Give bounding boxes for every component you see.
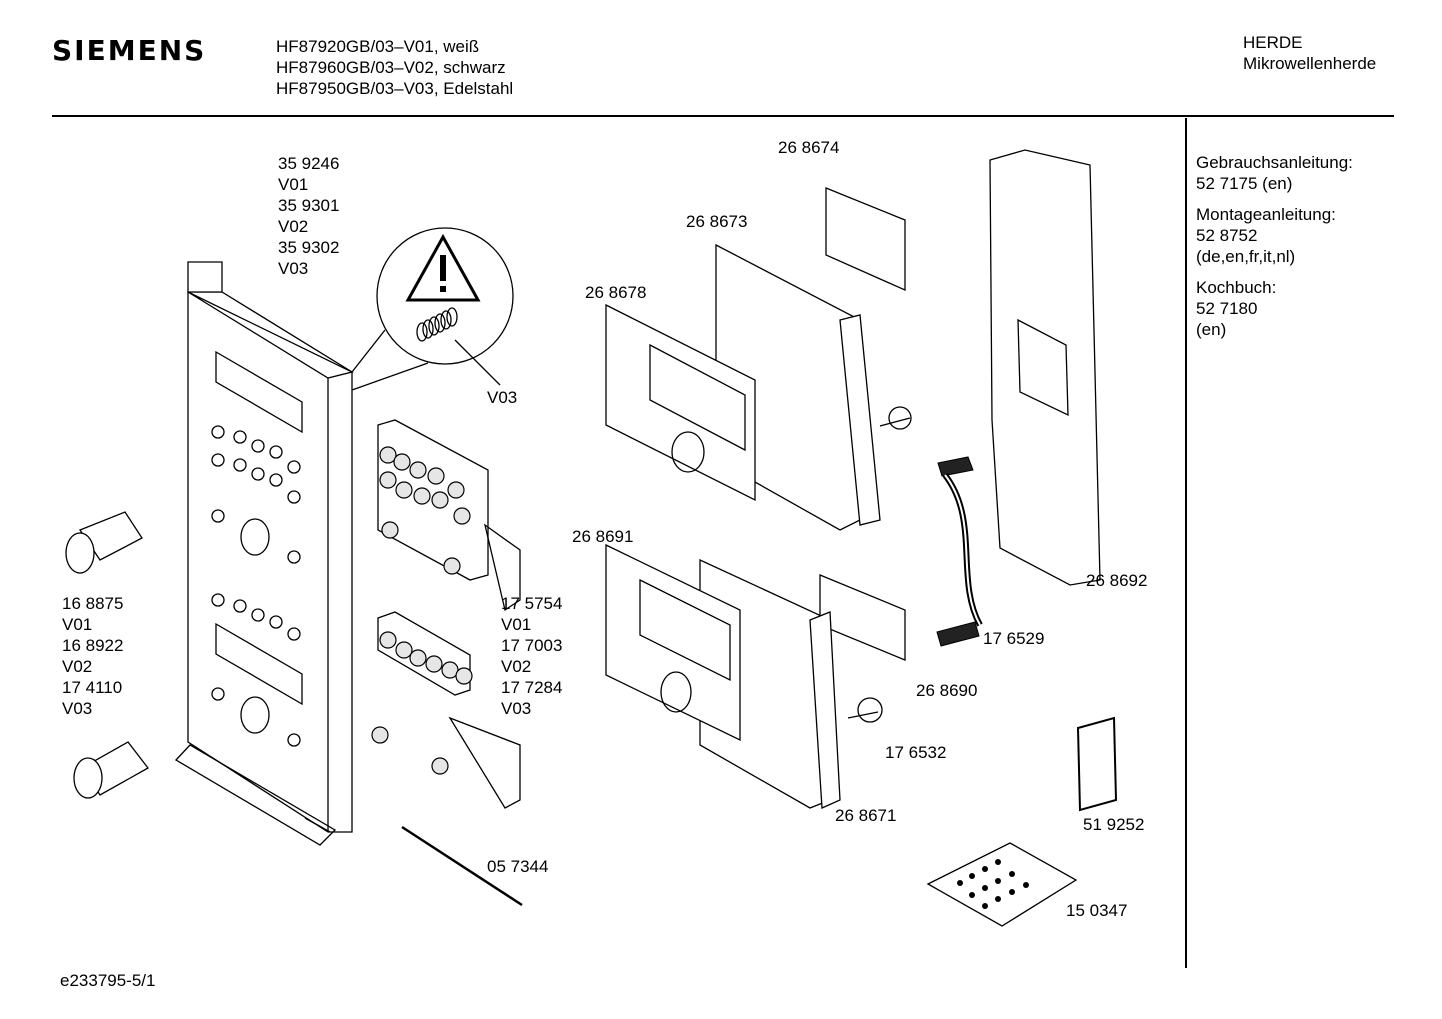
label-keyboard-5: V03 [501,699,532,718]
label-knob-2: 16 8922 [62,636,124,655]
warning-callout-drawing [351,227,514,391]
lower-module-drawing [605,543,906,809]
model-line-1: HF87920GB/03–V01, weiß [276,37,480,56]
sidebar-divider [1185,118,1187,968]
doc-installation-number: 52 8752 [1196,226,1258,245]
label-panel-4: 35 9302 [278,238,340,257]
brand-logo: SIEMENS [52,34,207,67]
label-panel-2: 35 9301 [278,196,340,215]
label-519252: 51 9252 [1083,815,1145,834]
label-keyboard-1: V01 [501,615,532,634]
label-150347: 15 0347 [1066,901,1128,920]
subcategory: Mikrowellenherde [1243,54,1377,73]
doc-cookbook: Kochbuch: 52 7180 (en) [1196,277,1353,340]
knob-drawing [65,511,149,799]
label-268690: 26 8690 [916,681,978,700]
label-panel-3: V02 [278,217,309,236]
label-keyboard: 17 5754 V01 17 7003 V02 17 7284 V03 [501,593,562,719]
label-268692: 26 8692 [1086,571,1148,590]
model-list: HF87920GB/03–V01, weiß HF87960GB/03–V02,… [276,36,513,99]
doc-cookbook-title: Kochbuch: [1196,278,1277,297]
label-268674: 26 8674 [778,138,840,157]
upper-module-drawing [605,187,912,531]
doc-manual: Gebrauchsanleitung: 52 7175 (en) [1196,152,1353,194]
sidebar-docs: Gebrauchsanleitung: 52 7175 (en) Montage… [1196,152,1353,340]
category-block: HERDE Mikrowellenherde [1243,32,1376,74]
label-knob-4: 17 4110 [62,678,123,697]
rod-drawing [401,825,523,907]
label-panel-0: 35 9246 [278,154,340,173]
label-panel-5: V03 [278,259,309,278]
label-268673: 26 8673 [686,212,748,231]
screw-bag-drawing [926,842,1078,927]
label-knob-5: V03 [62,699,93,718]
ribbon-cable-drawing [936,456,983,647]
footer-code: e233795-5/1 [60,971,156,990]
doc-installation: Montageanleitung: 52 8752 (de,en,fr,it,n… [1196,204,1353,267]
label-keyboard-0: 17 5754 [501,594,563,613]
label-knob-0: 16 8875 [62,594,124,613]
doc-installation-title: Montageanleitung: [1196,205,1336,224]
label-keyboard-2: 17 7003 [501,636,563,655]
label-268678: 26 8678 [585,283,647,302]
label-keyboard-3: V02 [501,657,532,676]
label-268671: 26 8671 [835,806,897,825]
label-176529: 17 6529 [983,629,1045,648]
label-spring-variant: V03 [487,388,518,407]
doc-cookbook-number: 52 7180 [1196,299,1258,318]
label-panel-1: V01 [278,175,309,194]
label-keyboard-4: 17 7284 [501,678,563,697]
control-panel-drawing [174,261,354,846]
card-drawing [1076,716,1118,812]
doc-cookbook-langs: (en) [1196,320,1227,339]
label-268691: 26 8691 [572,527,634,546]
model-line-3: HF87950GB/03–V03, Edelstahl [276,79,514,98]
model-line-2: HF87960GB/03–V02, schwarz [276,58,506,77]
label-panel: 35 9246 V01 35 9301 V02 35 9302 V03 [278,153,339,279]
doc-manual-number: 52 7175 (en) [1196,174,1293,193]
label-knob-3: V02 [62,657,93,676]
doc-installation-langs: (de,en,fr,it,nl) [1196,247,1296,266]
label-knob: 16 8875 V01 16 8922 V02 17 4110 V03 [62,593,123,719]
label-knob-1: V01 [62,615,93,634]
label-176532: 17 6532 [885,743,947,762]
doc-manual-title: Gebrauchsanleitung: [1196,153,1353,172]
category: HERDE [1243,33,1303,52]
keyboard-pcb-drawing [371,419,521,809]
label-057344: 05 7344 [487,857,549,876]
bracket-drawing [989,149,1101,586]
header-rule [52,115,1394,117]
